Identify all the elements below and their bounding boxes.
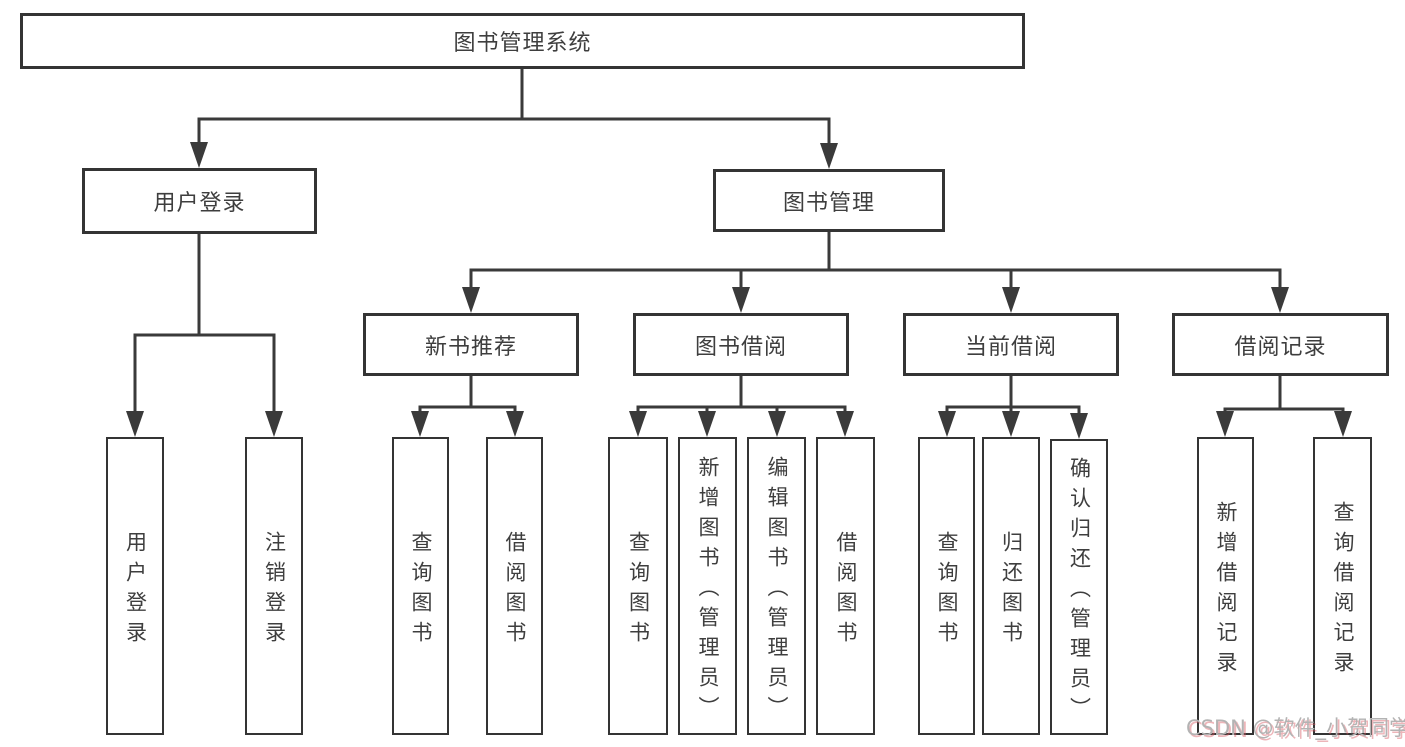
node-label: 图书管理系统 <box>453 31 592 56</box>
arrowhead-icon <box>190 142 208 168</box>
node-borrowing-records: 借阅记录 <box>1172 313 1389 376</box>
arrowhead-icon <box>265 411 283 437</box>
arrowhead-icon <box>768 411 786 437</box>
node-label: 用户登录 <box>123 530 148 651</box>
node-logout: 注销登录 <box>245 437 303 735</box>
node-current-borrowing: 当前借阅 <box>903 313 1119 376</box>
arrowhead-icon <box>411 411 429 437</box>
arrowhead-icon <box>836 411 854 437</box>
node-confirm-return-admin: 确认归还（管理员） <box>1050 439 1108 735</box>
arrowhead-icon <box>938 411 956 437</box>
node-query-books-borrowing: 查询图书 <box>608 437 668 735</box>
node-label: 编辑图书（管理员） <box>765 455 789 726</box>
node-label: 查询图书 <box>409 530 433 651</box>
node-label: 查询图书 <box>626 530 651 651</box>
arrowhead-icon <box>820 143 838 169</box>
node-label: 注销登录 <box>262 530 287 651</box>
arrowhead-icon <box>1216 411 1234 437</box>
arrowhead-icon <box>1002 287 1020 313</box>
node-label: 查询借阅记录 <box>1331 500 1355 681</box>
node-query-borrow-record: 查询借阅记录 <box>1313 437 1372 735</box>
node-label: 图书管理 <box>782 190 875 216</box>
arrowhead-icon <box>698 411 716 437</box>
arrowhead-icon <box>126 411 144 437</box>
node-query-books-recommend: 查询图书 <box>392 437 449 735</box>
node-label: 借阅图书 <box>834 530 858 651</box>
node-return-books: 归还图书 <box>982 437 1040 735</box>
node-label: 用户登录 <box>153 191 246 216</box>
node-label: 归还图书 <box>999 530 1024 651</box>
arrowhead-icon <box>1334 411 1352 437</box>
node-root: 图书管理系统 <box>20 13 1025 69</box>
node-label: 图书借阅 <box>694 334 787 360</box>
arrowhead-icon <box>1002 411 1020 437</box>
arrowhead-icon <box>629 411 647 437</box>
node-borrow-books-borrowing: 借阅图书 <box>816 437 875 735</box>
node-book-mgmt-group: 图书管理 <box>713 169 945 232</box>
node-book-borrowing: 图书借阅 <box>633 313 849 376</box>
arrowhead-icon <box>1271 287 1289 313</box>
node-label: 借阅图书 <box>503 530 527 651</box>
node-user-login-group: 用户登录 <box>82 168 317 234</box>
node-label: 新书推荐 <box>424 334 517 360</box>
node-label: 当前借阅 <box>964 334 1057 360</box>
watermark: CSDN @软件_小贺同学 <box>1186 716 1405 740</box>
arrowhead-icon <box>732 287 750 313</box>
node-label: 确认归还（管理员） <box>1067 456 1092 727</box>
node-label: 查询图书 <box>935 530 959 651</box>
node-query-books-current: 查询图书 <box>918 437 975 735</box>
node-add-borrow-record: 新增借阅记录 <box>1197 437 1254 735</box>
arrowhead-icon <box>506 411 524 437</box>
node-user-login: 用户登录 <box>106 437 164 735</box>
node-label: 借阅记录 <box>1234 334 1327 360</box>
node-label: 新增图书（管理员） <box>696 455 720 726</box>
node-add-books-admin: 新增图书（管理员） <box>678 437 737 735</box>
arrowhead-icon <box>1070 413 1088 439</box>
node-edit-books-admin: 编辑图书（管理员） <box>747 437 806 735</box>
node-new-book-recommend: 新书推荐 <box>363 313 579 376</box>
arrowhead-icon <box>462 287 480 313</box>
node-label: 新增借阅记录 <box>1214 500 1238 681</box>
node-borrow-books-recommend: 借阅图书 <box>486 437 543 735</box>
